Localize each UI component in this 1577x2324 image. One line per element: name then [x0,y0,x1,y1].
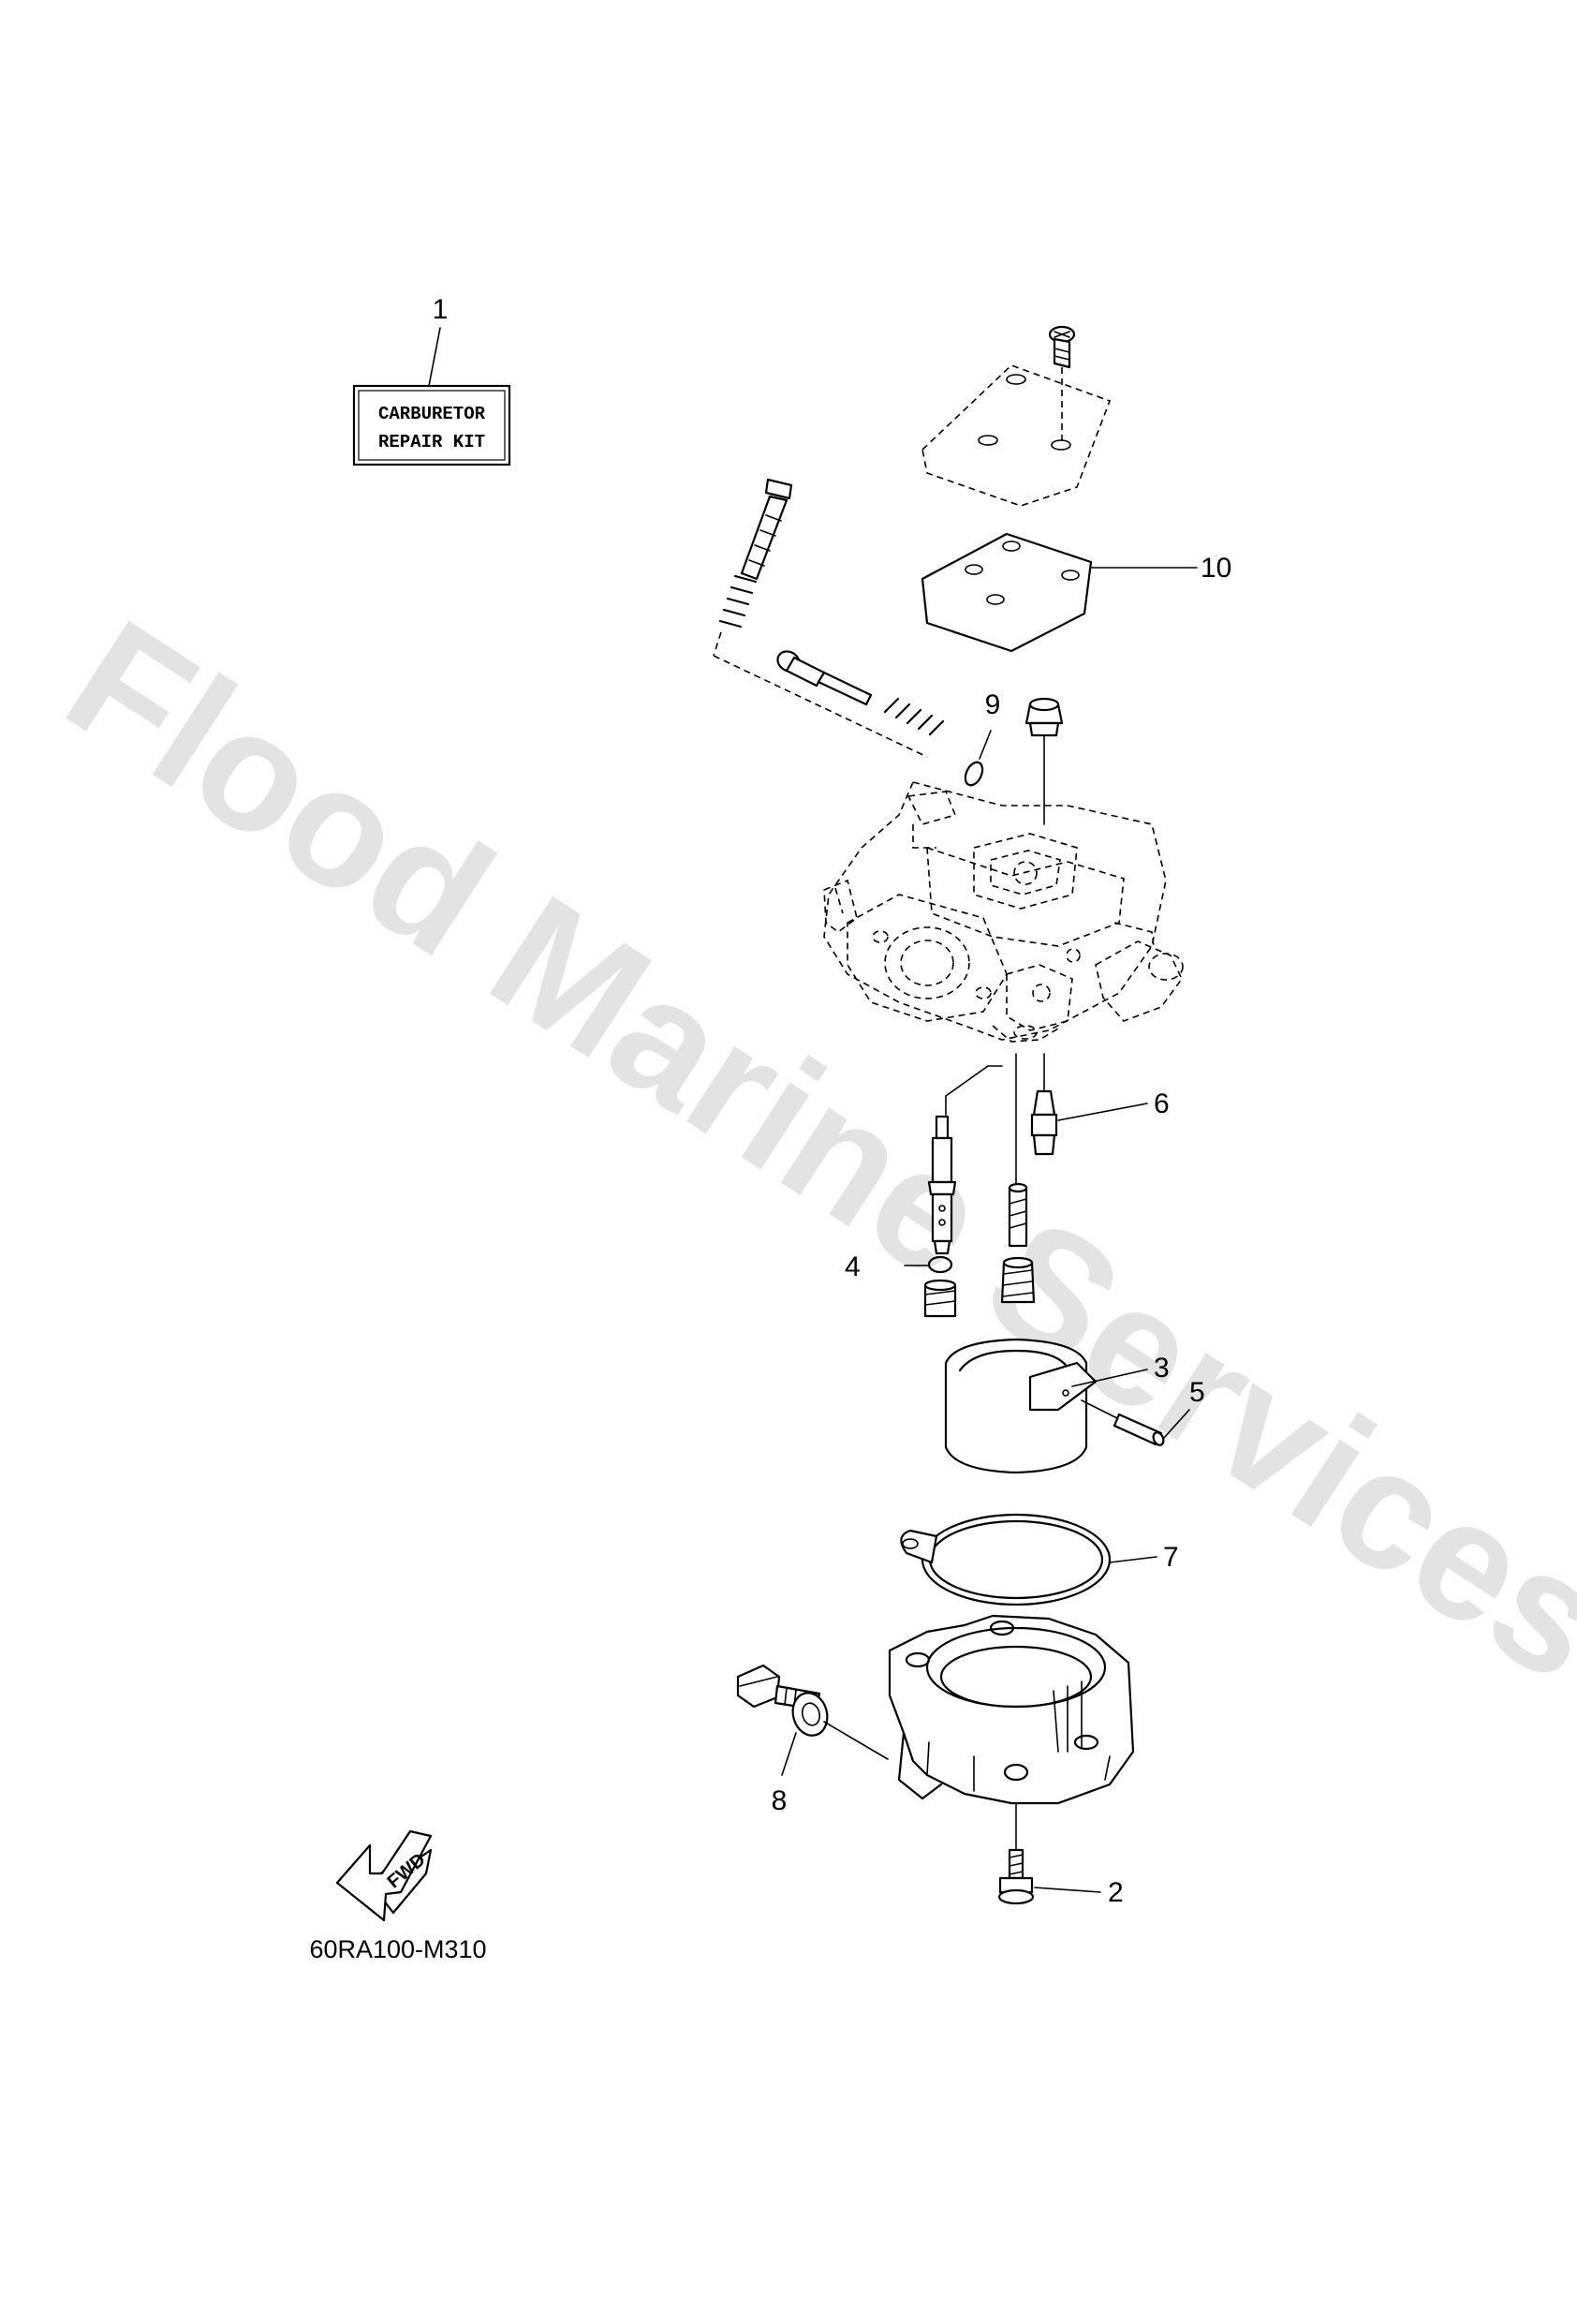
idle-plunger-assembly [776,650,945,736]
diagram-reference-code: 60RA100-M310 [309,1935,486,1963]
top-plug [1024,697,1064,825]
cover-gasket-part-10 [921,532,1198,653]
callout-2: 2 [1108,1877,1124,1908]
callout-5: 5 [1189,1377,1205,1408]
callout-4: 4 [845,1251,861,1282]
washer-part-8 [781,1692,889,1776]
repair-kit-line1: CARBURETOR [378,404,486,424]
top-cover-screw [1048,325,1076,442]
callout-9: 9 [985,689,1001,720]
main-nozzle [927,1115,957,1255]
main-jet-right [1000,1256,1036,1304]
main-jet-left [923,1279,957,1318]
top-cover-plate [921,364,1112,507]
chamber-screw-part-2 [997,1802,1101,1905]
float-part-3 [944,1338,1148,1474]
carburetor-body [823,781,1184,1043]
repair-kit-label-box: CARBURETOR REPAIR KIT [352,327,511,466]
callout-7: 7 [1163,1542,1179,1573]
o-ring-part-9 [964,730,992,787]
callout-1: 1 [433,294,449,325]
float-chamber [888,1614,1135,1805]
watermark-text: Flood Marine Services [37,585,1577,1717]
fwd-arrow-icon: FWD [335,1829,433,1922]
repair-kit-line2: REPAIR KIT [378,432,485,452]
callout-3: 3 [1154,1353,1170,1384]
o-ring-part-4 [904,1255,953,1274]
float-pin-part-5 [1081,1399,1190,1446]
body-leader-lines [945,1053,1045,1205]
needle-valve-part-6 [1030,1081,1148,1156]
callout-10: 10 [1201,553,1231,584]
pilot-screw-assembly [713,478,928,758]
float-chamber-gasket-part-7 [900,1513,1157,1606]
slow-jet [1008,1182,1028,1248]
callout-8: 8 [772,1785,788,1816]
callout-6: 6 [1154,1088,1170,1119]
